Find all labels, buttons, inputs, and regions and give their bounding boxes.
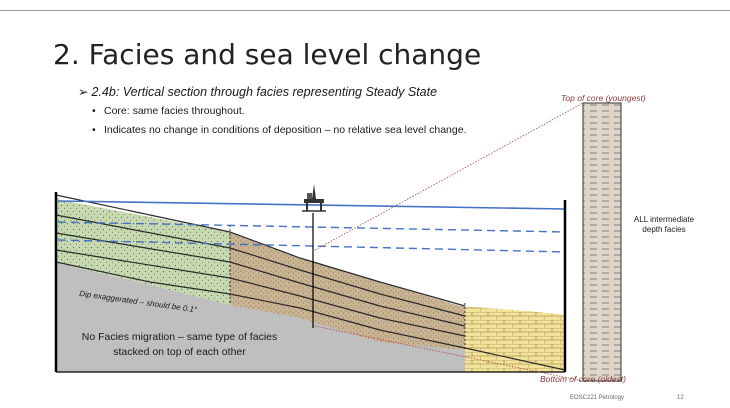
core-bottom-label: Bottom of core (oldest) [540,374,626,384]
sea-level-current [57,200,566,210]
intermediate-facies [230,225,465,350]
bedding-lines [55,194,566,371]
projection-line [314,325,584,382]
sea-level-past [57,239,566,253]
bullet-item: • Core: same facies throughout. [92,105,245,117]
header-rule [0,10,730,11]
core-top-label: Top of core (youngest) [561,93,646,103]
page-number: 12 [677,395,684,401]
bullet-text: Indicates no change in conditions of dep… [104,124,467,136]
bullet-item: • Indicates no change in conditions of de… [92,124,467,136]
bullet-dot-icon: • [92,124,96,136]
projection-line [314,102,584,251]
bullet-text: Core: same facies throughout. [104,105,245,117]
footer-course: EOSC221 Petrology [570,395,625,401]
figure-caption: No Facies migration – same type of facie… [81,331,278,359]
subtitle-text: 2.4b: Vertical section through facies re… [91,85,438,99]
slide-title: 2. Facies and sea level change [53,38,482,71]
core-facies-label: ALL intermediate depth facies [633,215,695,234]
sea-level-past [57,221,566,233]
arrow-bullet-icon: ➢ [78,85,89,99]
subtitle: ➢2.4b: Vertical section through facies r… [78,84,437,99]
core-column [582,102,622,382]
bullet-dot-icon: • [92,105,96,117]
deep-facies [465,303,565,372]
oil-rig-icon [302,184,326,212]
